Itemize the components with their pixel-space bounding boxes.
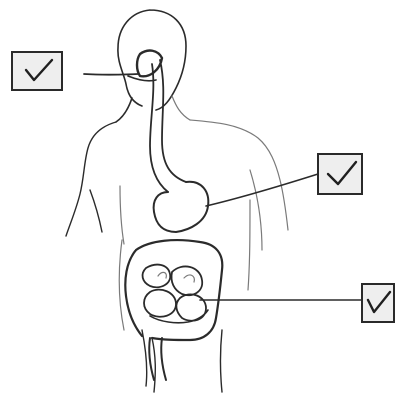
stomach-leader-line bbox=[206, 174, 318, 206]
checkbox-mouth[interactable] bbox=[12, 52, 62, 90]
mouth-leader-line bbox=[84, 74, 138, 75]
checkbox-intestines[interactable] bbox=[362, 284, 394, 322]
large-intestine bbox=[125, 240, 222, 340]
right-arm-outline bbox=[190, 120, 288, 250]
torso-outline bbox=[119, 186, 250, 330]
neck-outline bbox=[172, 96, 190, 120]
body-outline bbox=[66, 10, 288, 392]
label-box-stomach[interactable] bbox=[318, 154, 362, 194]
mouth-outline bbox=[137, 51, 162, 77]
rectum bbox=[149, 338, 166, 380]
left-arm-outline bbox=[66, 122, 116, 236]
label-box-intestines[interactable] bbox=[362, 284, 394, 322]
stomach bbox=[154, 182, 209, 232]
small-intestine bbox=[143, 265, 208, 323]
label-box-mouth[interactable] bbox=[12, 52, 62, 90]
checkbox-stomach[interactable] bbox=[318, 154, 362, 194]
mouth bbox=[128, 51, 162, 81]
head-outline bbox=[116, 10, 186, 122]
